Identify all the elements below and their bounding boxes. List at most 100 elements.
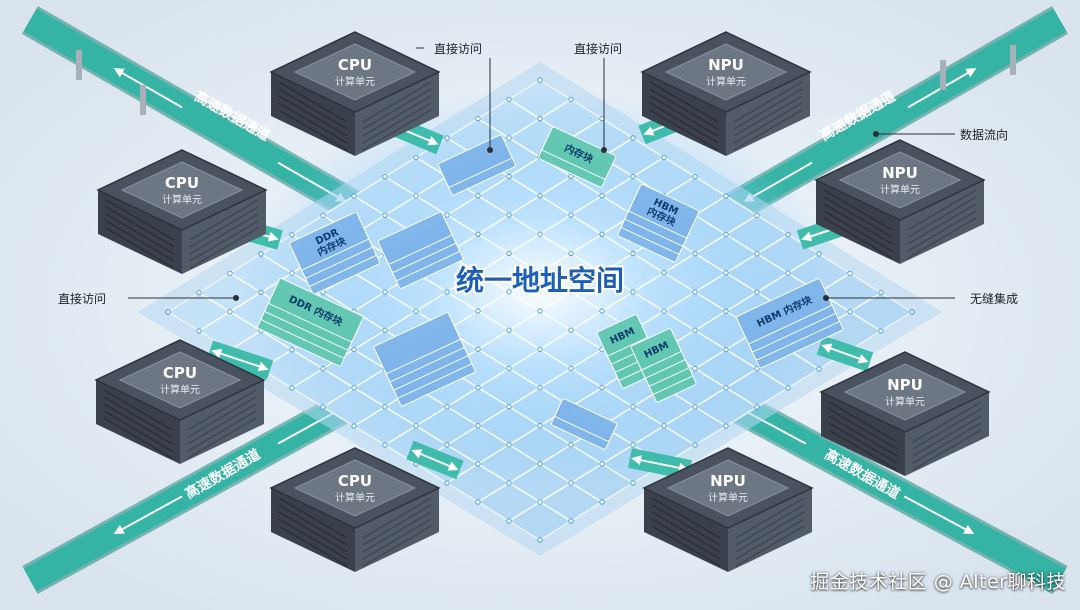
grid-node <box>383 290 387 294</box>
grid-node <box>817 252 821 256</box>
grid-node <box>383 174 387 178</box>
grid-node <box>879 329 883 333</box>
grid-node <box>786 271 790 275</box>
chip-title: NPU <box>887 376 923 394</box>
grid-node <box>538 309 542 313</box>
grid-node <box>538 462 542 466</box>
chip-title: CPU <box>163 364 197 382</box>
grid-node <box>507 174 511 178</box>
grid-node <box>414 309 418 313</box>
chip-title: NPU <box>710 472 746 490</box>
grid-node <box>476 424 480 428</box>
grid-node <box>600 385 604 389</box>
chip-subtitle: 计算单元 <box>880 183 920 196</box>
track-strut <box>940 60 946 90</box>
grid-node <box>569 213 573 217</box>
grid-node <box>445 405 449 409</box>
grid-node <box>538 232 542 236</box>
grid-node <box>724 309 728 313</box>
chip-subtitle: 计算单元 <box>335 75 375 88</box>
callout-seamless: 无缝集成 <box>970 290 1018 307</box>
grid-node <box>352 424 356 428</box>
grid-node <box>197 329 201 333</box>
grid-node <box>476 232 480 236</box>
grid-node <box>569 443 573 447</box>
grid-node <box>383 213 387 217</box>
grid-node <box>445 481 449 485</box>
grid-node <box>259 252 263 256</box>
grid-node <box>879 290 883 294</box>
grid-node <box>507 213 511 217</box>
grid-node <box>507 328 511 332</box>
grid-node <box>631 290 635 294</box>
grid-node <box>600 500 604 504</box>
grid-node <box>569 481 573 485</box>
grid-node <box>538 385 542 389</box>
grid-node <box>445 443 449 447</box>
grid-node <box>631 443 635 447</box>
callout-direct-access-2: 直接访问 <box>574 40 622 57</box>
grid-node <box>817 367 821 371</box>
grid-node <box>476 309 480 313</box>
grid-node <box>755 290 759 294</box>
grid-node <box>352 194 356 198</box>
grid-node <box>290 386 294 390</box>
grid-node <box>352 386 356 390</box>
grid-node <box>507 366 511 370</box>
chip-title: CPU <box>338 472 372 490</box>
grid-node <box>848 309 852 313</box>
grid-node <box>693 290 697 294</box>
grid-node <box>476 116 480 120</box>
grid-node <box>507 519 511 523</box>
chip-title: CPU <box>338 56 372 74</box>
grid-node <box>166 310 170 314</box>
grid-node <box>569 251 573 255</box>
grid-node <box>321 405 325 409</box>
track-strut <box>76 50 82 80</box>
grid-node <box>507 136 511 140</box>
grid-node <box>848 271 852 275</box>
grid-node <box>693 251 697 255</box>
center-label: 统一地址空间 <box>456 264 624 297</box>
grid-node <box>724 194 728 198</box>
grid-node <box>383 328 387 332</box>
grid-node <box>476 462 480 466</box>
grid-node <box>383 443 387 447</box>
grid-node <box>476 385 480 389</box>
watermark: 掘金技术社区 @ Alter聊科技 <box>810 567 1066 594</box>
grid-node <box>786 232 790 236</box>
grid-node <box>383 405 387 409</box>
grid-node <box>507 251 511 255</box>
grid-node <box>321 213 325 217</box>
grid-node <box>259 290 263 294</box>
grid-node <box>600 194 604 198</box>
grid-node <box>414 424 418 428</box>
grid-node <box>538 194 542 198</box>
grid-node <box>445 290 449 294</box>
grid-node <box>476 500 480 504</box>
grid-node <box>569 366 573 370</box>
grid-node <box>538 347 542 351</box>
chip-subtitle: 计算单元 <box>885 395 925 408</box>
track-strut <box>1010 45 1016 75</box>
grid-node <box>631 405 635 409</box>
grid-node <box>693 174 697 178</box>
grid-node <box>507 481 511 485</box>
grid-node <box>352 347 356 351</box>
grid-node <box>569 328 573 332</box>
chip-subtitle: 计算单元 <box>335 491 375 504</box>
grid-node <box>507 97 511 101</box>
grid-node <box>662 424 666 428</box>
grid-node <box>445 136 449 140</box>
grid-node <box>414 155 418 159</box>
grid-node <box>600 462 604 466</box>
grid-node <box>538 424 542 428</box>
grid-node <box>538 538 542 542</box>
grid-node <box>724 232 728 236</box>
grid-node <box>476 194 480 198</box>
grid-node <box>631 136 635 140</box>
grid-node <box>600 309 604 313</box>
grid-node <box>476 347 480 351</box>
grid-node <box>290 271 294 275</box>
callout-direct-access-1: 直接访问 <box>434 40 482 57</box>
